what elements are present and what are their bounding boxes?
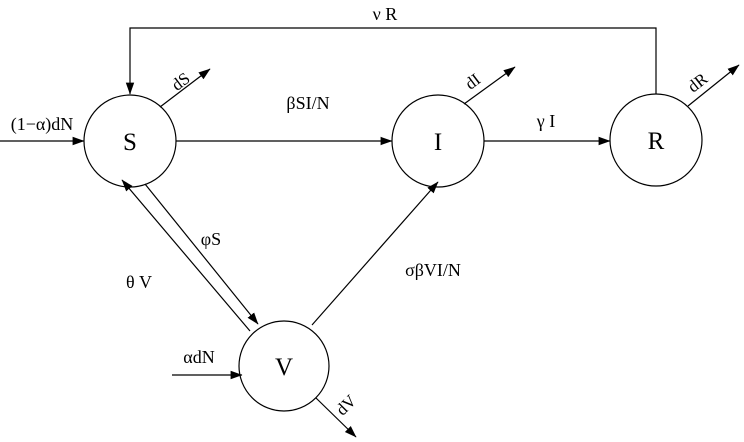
- edge-death-v: [315, 397, 357, 438]
- death-v-label: dV: [332, 391, 361, 420]
- edge-death-s: [159, 68, 211, 108]
- edge-vaccination-label: φS: [201, 229, 221, 249]
- edge-death-i: [463, 66, 516, 105]
- node-s-label: S: [123, 129, 137, 156]
- edge-recovery-loss-label: ν R: [373, 4, 398, 24]
- node-v-label: V: [275, 354, 293, 381]
- edge-birth-vaccinated-label: αdN: [183, 347, 214, 367]
- death-r-label: dR: [684, 69, 712, 97]
- edge-waning: [121, 179, 251, 332]
- death-s-label: dS: [168, 69, 194, 95]
- edge-vaccination: [144, 183, 259, 325]
- edge-infection-label: βSI/N: [286, 93, 329, 113]
- edge-death-r: [687, 64, 740, 107]
- edge-vaccinated-infection: [311, 181, 439, 326]
- edge-vaccinated-infection-label: σβVI/N: [405, 260, 461, 280]
- death-i-label: dI: [461, 70, 484, 94]
- node-v-circle: [238, 320, 330, 412]
- node-r-label: R: [648, 128, 665, 155]
- edge-birth-unvaccinated-label: (1−α)dN: [11, 114, 74, 135]
- edge-recovery-label: γ I: [536, 111, 555, 131]
- edge-recovery-loss: [125, 27, 657, 95]
- node-i-label: I: [434, 129, 442, 156]
- edge-waning-label: θ V: [126, 272, 152, 292]
